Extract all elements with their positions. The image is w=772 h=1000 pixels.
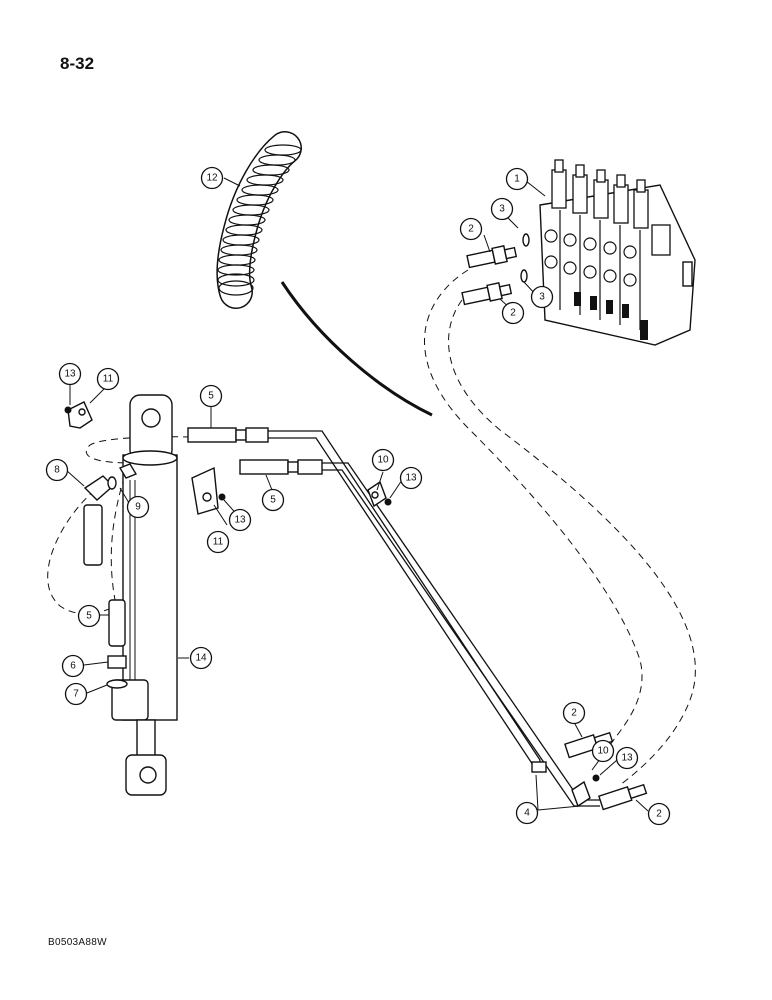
callout-13-right: 13 <box>399 466 423 490</box>
callout-5-left: 5 <box>77 604 101 628</box>
svg-text:3: 3 <box>539 292 545 303</box>
valve-fittings <box>461 233 530 306</box>
clamps-and-nuts <box>64 401 600 808</box>
callout-14: 14 <box>189 646 213 670</box>
svg-text:6: 6 <box>70 661 76 672</box>
svg-text:9: 9 <box>135 502 141 513</box>
callout-4: 4 <box>515 801 539 825</box>
control-valve <box>539 159 696 346</box>
svg-text:12: 12 <box>206 173 218 184</box>
callout-13-upper-left: 13 <box>58 362 82 386</box>
svg-text:5: 5 <box>208 391 214 402</box>
svg-text:14: 14 <box>195 653 207 664</box>
callout-12: 12 <box>200 166 224 190</box>
callout-2-valve-lower: 2 <box>501 301 525 325</box>
callout-5-top: 5 <box>199 384 223 408</box>
svg-text:2: 2 <box>510 308 516 319</box>
svg-text:3: 3 <box>499 204 505 215</box>
cylinder-fittings <box>83 475 128 689</box>
svg-text:4: 4 <box>524 808 530 819</box>
hydraulic-cylinder <box>111 394 178 796</box>
page-number: 8-32 <box>60 54 95 73</box>
steel-tubes <box>268 430 600 807</box>
svg-text:8: 8 <box>54 465 60 476</box>
svg-text:13: 13 <box>234 515 246 526</box>
callout-3-upper: 3 <box>490 197 514 221</box>
callout-5-middle: 5 <box>261 488 285 512</box>
callout-7: 7 <box>64 682 88 706</box>
callout-11-lower: 11 <box>206 530 230 554</box>
svg-text:13: 13 <box>621 753 633 764</box>
svg-text:2: 2 <box>571 708 577 719</box>
svg-text:1: 1 <box>514 174 520 185</box>
svg-text:2: 2 <box>656 809 662 820</box>
callout-8: 8 <box>45 458 69 482</box>
callout-2-tube-upper: 2 <box>562 701 586 725</box>
hose-sleeve <box>216 131 302 309</box>
tube-end-fittings <box>564 731 648 811</box>
callout-13-lower: 13 <box>615 746 639 770</box>
callout-3-lower: 3 <box>530 285 554 309</box>
svg-text:5: 5 <box>270 495 276 506</box>
callout-2-tube-lower: 2 <box>647 802 671 826</box>
svg-text:7: 7 <box>73 689 79 700</box>
cylinder-top-fittings <box>187 427 323 475</box>
callout-10-lower: 10 <box>591 739 615 763</box>
svg-text:5: 5 <box>86 611 92 622</box>
svg-text:11: 11 <box>213 537 224 548</box>
callout-9: 9 <box>126 495 150 519</box>
callout-1: 1 <box>505 167 529 191</box>
svg-text:11: 11 <box>103 374 114 385</box>
callout-11-upper: 11 <box>96 367 120 391</box>
callout-13-middle: 13 <box>228 508 252 532</box>
callout-2-valve-upper: 2 <box>459 217 483 241</box>
callout-10-upper: 10 <box>371 448 395 472</box>
svg-text:13: 13 <box>64 369 76 380</box>
svg-text:10: 10 <box>597 746 609 757</box>
svg-text:2: 2 <box>468 224 474 235</box>
figure-code: B0503A88W <box>48 937 107 948</box>
callout-6: 6 <box>61 654 85 678</box>
svg-text:13: 13 <box>405 473 417 484</box>
svg-text:10: 10 <box>377 455 389 466</box>
